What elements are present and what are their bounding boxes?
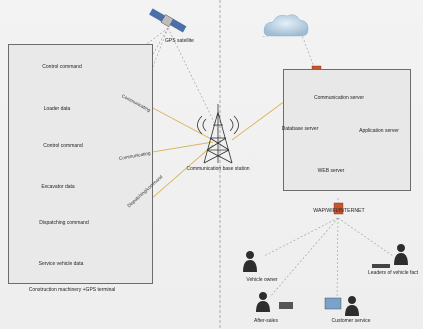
cloud-icon xyxy=(263,14,309,37)
network-label: WAP/WIFI/INTERNET xyxy=(313,208,365,214)
dispatching-command-label: Dispatching command xyxy=(39,220,89,226)
base-station-tower xyxy=(197,104,239,164)
leaders-label: Leaders of vehicle fact xyxy=(367,270,419,276)
vehicle-owner-icon xyxy=(243,251,257,272)
loader-data-label: Loader data xyxy=(43,106,71,112)
vehicle-owner-label: Vehicle owner xyxy=(246,277,278,283)
gps-satellite-icon xyxy=(149,8,187,33)
excavator-data-label: Excavator data xyxy=(41,184,75,190)
customer-service-label: Customer service xyxy=(331,318,371,324)
web-server-label: WEB server xyxy=(317,168,345,174)
leaders-icon xyxy=(372,244,408,268)
database-server-label: Database server xyxy=(281,126,319,132)
service-vehicle-data-label: Service vehicle data xyxy=(38,261,84,267)
customer-service-icon xyxy=(324,296,359,316)
gps-satellite-label: GPS satellite xyxy=(165,38,194,44)
machinery-box xyxy=(8,44,153,284)
control-command-label-1: Control command xyxy=(42,64,82,70)
base-station-label: Communication base station xyxy=(186,166,250,172)
control-command-label-2: Control command xyxy=(43,143,83,149)
after-sales-label: After-sales xyxy=(254,318,278,324)
application-server-label: Application server xyxy=(359,128,399,134)
comm-server-label: Communication server xyxy=(313,95,365,101)
server-box xyxy=(283,69,411,191)
machinery-terminal-label: Construction machinery +GPS terminal xyxy=(28,287,116,293)
after-sales-icon xyxy=(256,292,293,312)
people-icons xyxy=(243,244,408,316)
